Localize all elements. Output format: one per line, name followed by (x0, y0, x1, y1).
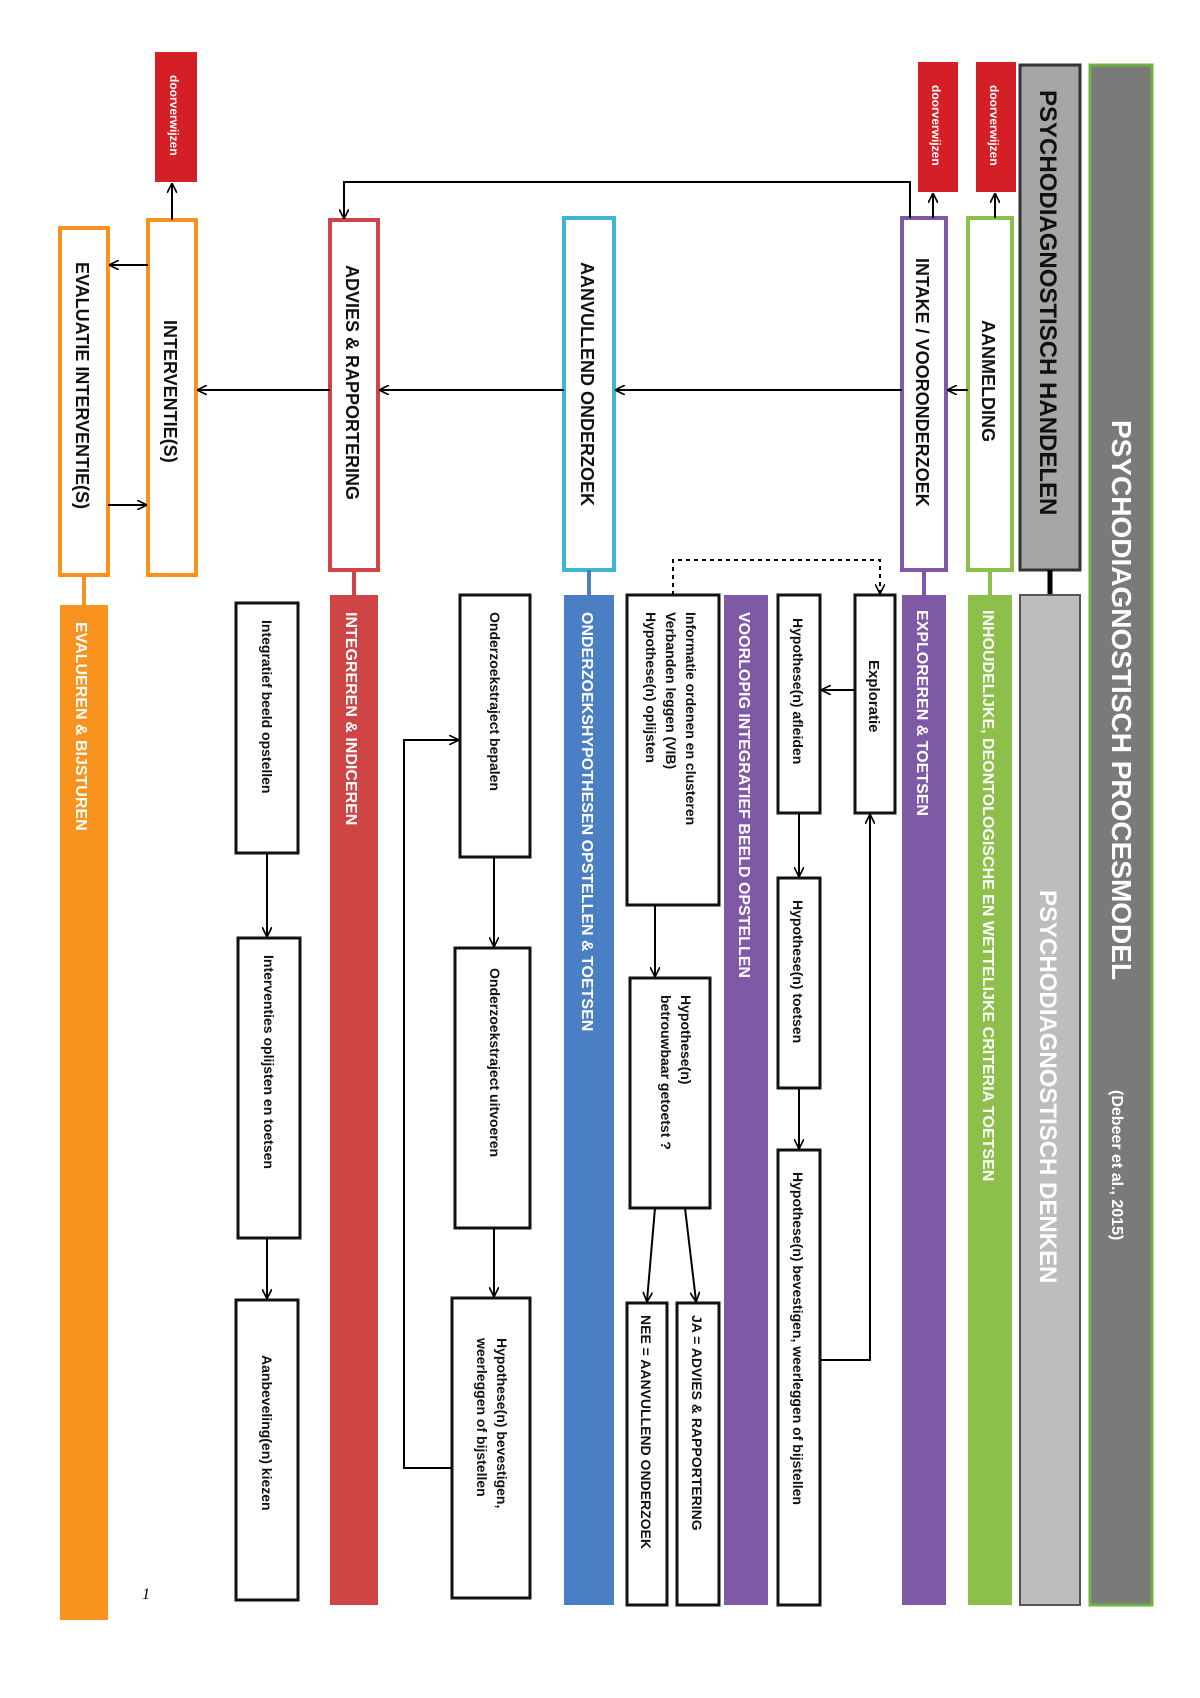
bar-onderzoekshyp (564, 595, 614, 1605)
arrow-bevestigen-bepalen (403, 740, 458, 1469)
bar-inhoudelijk-label: INHOUDELIJKE, DEONTOLOGISCHE EN WETTELIJ… (979, 610, 996, 1181)
title-bar (1088, 63, 1154, 1607)
box-hyp-toetsen (776, 876, 822, 1090)
handelen-label: PSYCHODIAGNOSTISCH HANDELEN (1034, 90, 1061, 515)
citation-text: (Debeer et al., 2015) (1108, 1090, 1125, 1240)
stage-advies (328, 218, 380, 572)
stage-aanmelding-label: AANMELDING (978, 320, 998, 442)
stage-interventie-label: INTERVENTIE(S) (160, 320, 180, 463)
box-onderzoek-bevestigen (450, 1296, 532, 1600)
box-hyp-afleiden-label: Hypothese(n) afleiden (790, 618, 806, 764)
bar-inhoudelijk (968, 595, 1012, 1605)
box-aanbeveling (234, 1298, 300, 1602)
bar-integreren-label: INTEGREREN & INDICEREN (342, 612, 359, 825)
denken-label: PSYCHODIAGNOSTISCH DENKEN (1034, 890, 1061, 1283)
page-number: 1 (142, 1586, 150, 1603)
box-hyp-bevestigen (776, 1148, 822, 1607)
box-betrouwbaar-line1: Hypothese(n) (678, 995, 694, 1084)
box-hyp-toetsen-label: Hypothese(n) toetsen (790, 900, 806, 1043)
doorverwijzen-interventie-label: doorverwijzen (167, 75, 181, 156)
box-ja (675, 1301, 721, 1607)
doorverwijzen-intake (918, 62, 958, 192)
bar-exploreren (902, 595, 946, 1605)
bar-integreren (330, 595, 378, 1605)
box-info-ordenen-line3: Hypothese(n) oplijsten (643, 612, 659, 763)
stage-intake-label: INTAKE / VOORONDERZOEK (912, 258, 932, 507)
bar-evalueren (60, 605, 108, 1620)
box-exploratie-label: Exploratie (865, 660, 882, 733)
arrow-dashed-info-exploratie (672, 559, 880, 595)
box-hyp-bevestigen-label: Hypothese(n) bevestigen, weerleggen of b… (790, 1172, 806, 1505)
arrow-betrouwbaar-nee (647, 1207, 656, 1301)
box-traject-uitvoeren-label: Onderzoekstraject uitvoeren (487, 968, 503, 1157)
bar-onderzoekshyp-label: ONDERZOEKSHYPOTHESEN OPSTELLEN & TOETSEN (578, 612, 595, 1031)
box-integratief-label: Integratief beeld opstellen (259, 620, 275, 793)
box-onderzoek-bevestigen-line2: weerleggen of bijstellen (474, 1337, 490, 1497)
stage-intake (900, 216, 948, 572)
box-aanbeveling-label: Aanbeveling(en) kiezen (259, 1355, 275, 1511)
box-info-ordenen (625, 593, 721, 907)
handelen-box (1018, 63, 1082, 572)
box-hyp-afleiden (776, 593, 822, 815)
stage-evaluatie-label: EVALUATIE INTERVENTIE(S) (72, 262, 92, 509)
stage-aanvullend-label: AANVULLEND ONDERZOEK (577, 262, 597, 506)
arrow-bevestigen-exploratie (820, 815, 870, 1361)
box-ja-label: JA = ADVIES & RAPPORTERING (689, 1315, 705, 1531)
doorverwijzen-aanmelding (976, 62, 1016, 192)
box-onderzoek-bevestigen-line1: Hypothese(n) bevestigen, (494, 1338, 510, 1508)
doorverwijzen-interventie (155, 52, 197, 182)
box-traject-bepalen-label: Onderzoekstraject bepalen (487, 612, 503, 791)
stage-evaluatie (58, 226, 110, 577)
doorverwijzen-intake-label: doorverwijzen (929, 85, 943, 166)
box-nee (625, 1301, 669, 1607)
arrow-intake-advies-bypass (344, 181, 911, 218)
doorverwijzen-aanmelding-label: doorverwijzen (987, 85, 1001, 166)
box-traject-uitvoeren (453, 946, 532, 1230)
box-interventies-oplijsten-label: Interventies oplijsten en toetsen (261, 955, 277, 1169)
bar-voorlopig-label: VOORLOPIG INTEGRATIEF BEELD OPSTELLEN (735, 612, 752, 978)
title-text: PSYCHODIAGNOSTISCH PROCESMODEL (1106, 420, 1137, 980)
box-betrouwbaar-line2: betrouwbaar getoetst ? (658, 995, 674, 1150)
box-interventies-oplijsten (236, 936, 302, 1240)
box-info-ordenen-line1: Informatie ordenen en clusteren (683, 612, 699, 825)
stage-interventie (146, 218, 198, 577)
stage-advies-label: ADVIES & RAPPORTERING (342, 265, 362, 500)
box-exploratie (853, 593, 897, 815)
bar-exploreren-label: EXPLOREREN & TOETSEN (913, 610, 930, 816)
stage-aanvullend (562, 216, 616, 572)
box-betrouwbaar (628, 976, 712, 1210)
bar-voorlopig (724, 595, 768, 1605)
arrow-betrouwbaar-ja (684, 1207, 696, 1301)
box-info-ordenen-line2: Verbanden leggen (VIB) (663, 612, 679, 769)
denken-bar (1019, 594, 1081, 1606)
box-nee-label: NEE = AANVULLEND ONDERZOEK (638, 1315, 654, 1549)
bar-evalueren-label: EVALUEREN & BIJSTUREN (72, 622, 89, 831)
